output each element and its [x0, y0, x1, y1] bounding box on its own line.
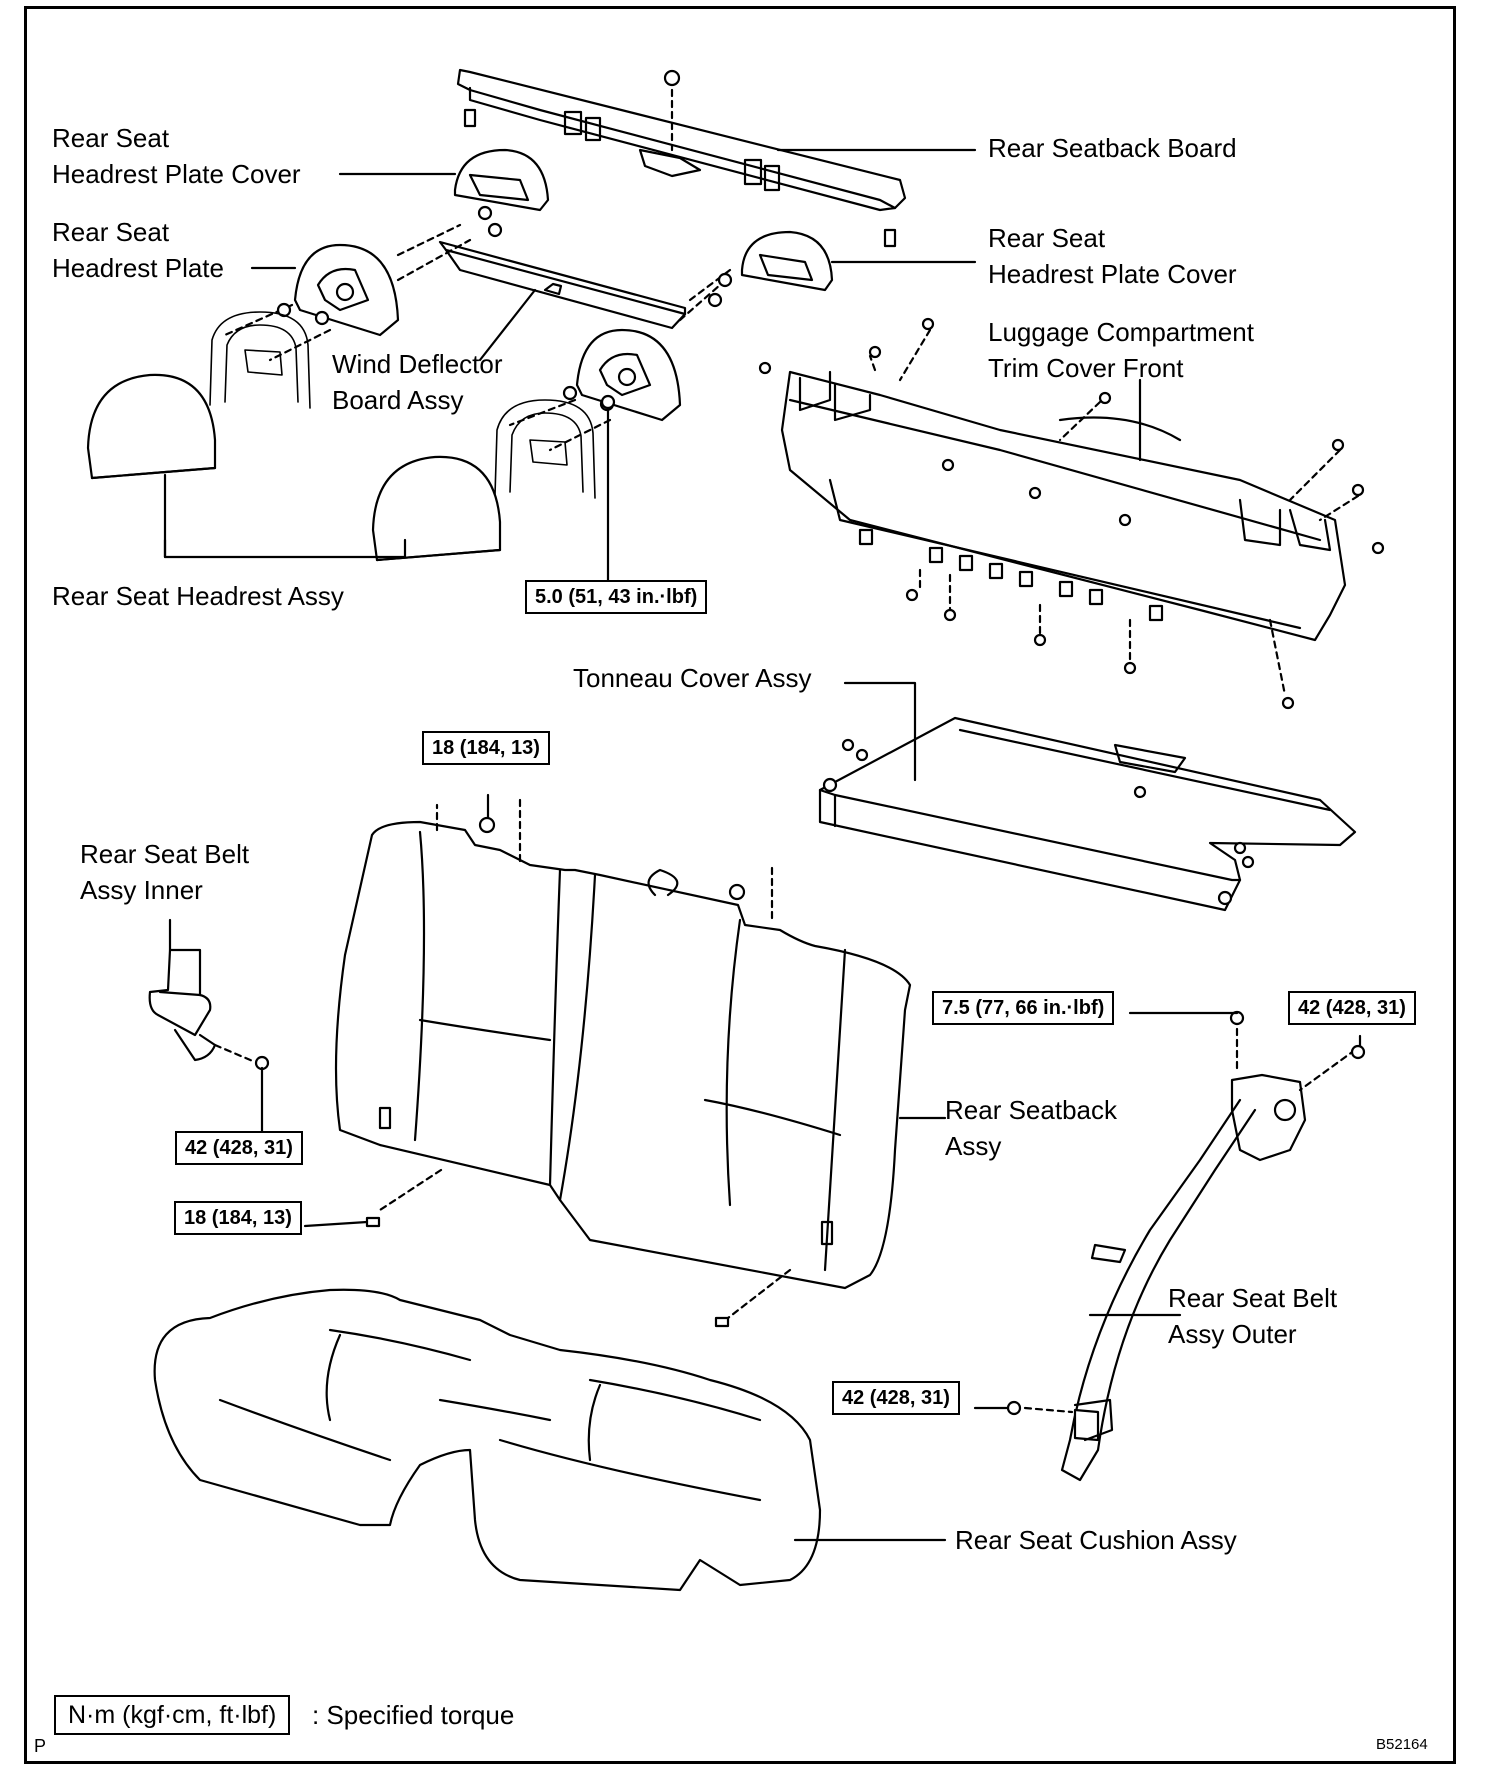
- label-wind-deflector-line1: Wind Deflector: [332, 349, 503, 379]
- torque-seatback-top: 18 (184, 13): [422, 731, 550, 765]
- torque-seatback-bottom: 18 (184, 13): [174, 1201, 302, 1235]
- torque-headrest-bolt: 5.0 (51, 43 in.·lbf): [525, 580, 708, 614]
- tonneau-cover-part: [818, 716, 1357, 912]
- wind-deflector-board-part: [438, 240, 687, 330]
- torque-belt-inner: 42 (428, 31): [175, 1131, 303, 1165]
- figure-id: B52164: [1376, 1736, 1428, 1753]
- label-headrest-assy: Rear Seat Headrest Assy: [52, 581, 344, 611]
- legend-torque-box: N·m (kgf·cm, ft·lbf): [54, 1695, 291, 1735]
- headrest-plate-center-part: [575, 328, 682, 422]
- torque-retractor-small: 7.5 (77, 66 in.·lbf): [932, 991, 1115, 1025]
- rear-seatback-part: [334, 820, 912, 1290]
- label-luggage-trim-line2: Trim Cover Front: [988, 353, 1184, 383]
- seat-belt-inner-part: [148, 948, 217, 1062]
- label-seatback-assy-line1: Rear Seatback: [945, 1095, 1117, 1125]
- luggage-trim-cover-part: [780, 370, 1347, 642]
- label-headrest-plate-cover-left-line1: Rear Seat: [52, 123, 170, 153]
- torque-belt-outer-anchor: 42 (428, 31): [832, 1381, 960, 1415]
- label-headrest-plate-left-line1: Rear Seat: [52, 217, 170, 247]
- corner-letter: P: [34, 1736, 47, 1756]
- headrest-cushion-left-part: [86, 373, 217, 480]
- label-belt-outer-line1: Rear Seat Belt: [1168, 1283, 1338, 1313]
- label-rear-seatback-board: Rear Seatback Board: [988, 133, 1237, 163]
- headrest-cushion-center-part: [371, 455, 502, 562]
- rear-seatback-board-part: [456, 68, 907, 248]
- label-wind-deflector-line2: Board Assy: [332, 385, 464, 415]
- diagram-frame: [24, 6, 1456, 1764]
- seat-belt-outer-part: [1060, 1073, 1307, 1482]
- headrest-plate-cover-left-part: [453, 148, 550, 212]
- label-belt-inner-line1: Rear Seat Belt: [80, 839, 250, 869]
- label-headrest-plate-cover-right-line1: Rear Seat: [988, 223, 1106, 253]
- label-headrest-plate-cover-right-line2: Headrest Plate Cover: [988, 259, 1237, 289]
- label-luggage-trim-line1: Luggage Compartment: [988, 317, 1254, 347]
- legend-torque-text: : Specified torque: [312, 1700, 515, 1730]
- label-headrest-plate-cover-left-line2: Headrest Plate Cover: [52, 159, 301, 189]
- label-tonneau-cover: Tonneau Cover Assy: [573, 663, 812, 693]
- label-belt-outer-line2: Assy Outer: [1168, 1319, 1297, 1349]
- headrest-frame-center-part: [494, 399, 596, 499]
- label-headrest-plate-left-line2: Headrest Plate: [52, 253, 224, 283]
- label-seatback-assy-line2: Assy: [945, 1131, 1002, 1161]
- label-cushion-assy: Rear Seat Cushion Assy: [955, 1525, 1237, 1555]
- label-belt-inner-line2: Assy Inner: [80, 875, 203, 905]
- torque-retractor-bolt: 42 (428, 31): [1288, 991, 1416, 1025]
- headrest-plate-cover-right-part: [740, 230, 834, 292]
- rear-seat-cushion-part: [153, 1288, 822, 1592]
- headrest-plate-left-part: [293, 243, 400, 337]
- headrest-frame-left-part: [209, 311, 311, 409]
